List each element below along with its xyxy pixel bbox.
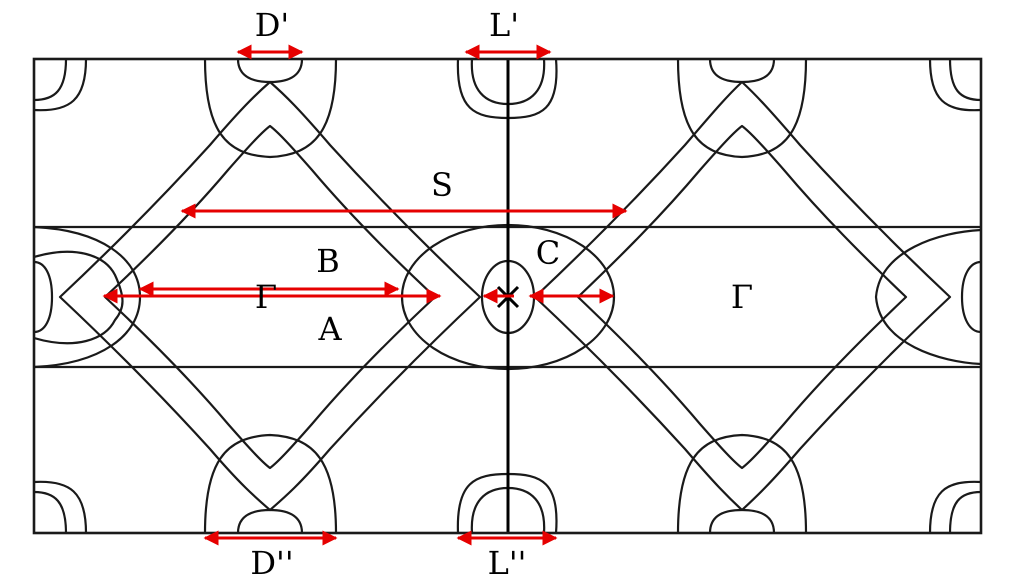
pocket-bottom-edge-right	[928, 480, 981, 533]
label-b: B	[316, 242, 340, 280]
label-l-double-prime: L''	[488, 544, 527, 582]
red-arrows	[102, 44, 628, 546]
label-d-prime: D'	[255, 6, 289, 44]
pocket-bottom-left-inner	[236, 508, 304, 533]
fermi-contours	[34, 59, 981, 533]
diamond-right-inner	[576, 124, 908, 470]
right-edge-small-ellipse	[960, 260, 981, 334]
pocket-bottom-edge-left-inner	[34, 490, 68, 533]
pocket-bottom-right	[676, 433, 808, 533]
diamond-right	[533, 80, 952, 512]
pocket-top-edge-right	[928, 59, 981, 112]
label-gamma-right: Γ	[731, 278, 753, 316]
diamond-right-outer	[533, 80, 952, 512]
pocket-bottom-left	[203, 433, 338, 533]
pocket-top-right-inner	[708, 59, 776, 84]
pocket-top-edge-left	[34, 59, 88, 112]
left-edge-small-ellipse	[34, 260, 54, 334]
pocket-bottom-edge-right-inner	[948, 490, 981, 533]
right-edge-ellipse	[874, 228, 981, 366]
pocket-top-left-inner	[236, 59, 304, 84]
label-s: S	[431, 166, 453, 204]
label-a: A	[317, 310, 342, 348]
pocket-top-edge-right-inner	[948, 59, 981, 102]
label-l-prime: L'	[489, 6, 519, 44]
label-d-double-prime: D''	[250, 544, 293, 582]
label-gamma-left: Γ	[255, 278, 277, 316]
pocket-bottom-right-inner	[708, 508, 776, 533]
diamond-left-outer	[58, 80, 482, 512]
pocket-top-edge-left-inner	[34, 59, 68, 102]
pocket-top-right	[676, 59, 808, 159]
pocket-bottom-edge-left	[34, 480, 88, 533]
label-c: C	[536, 234, 560, 272]
pocket-top-left	[203, 59, 338, 159]
